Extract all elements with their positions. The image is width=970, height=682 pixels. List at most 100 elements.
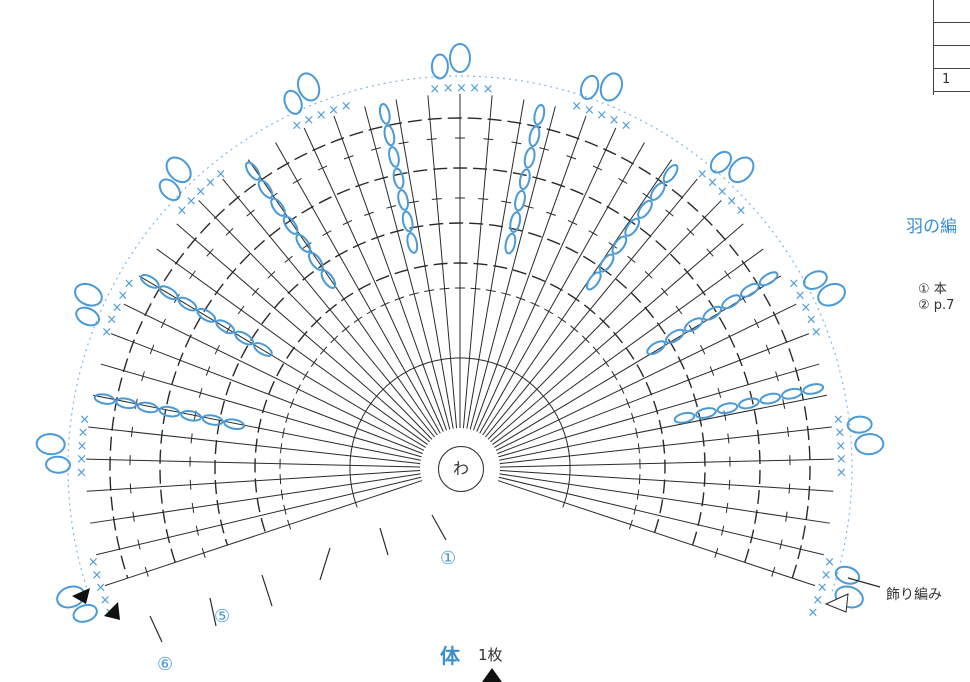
stitch-tick (129, 483, 132, 494)
stitch-tick (592, 165, 603, 171)
stitch-tick (567, 220, 578, 226)
single-crochet-x: × (95, 581, 106, 596)
stitch-tick (551, 406, 558, 417)
stitch-tick (483, 359, 494, 364)
single-crochet-x: × (195, 185, 206, 200)
stitch-tick (386, 379, 395, 387)
stitch-tick (205, 366, 211, 376)
stitch-tick (409, 365, 419, 371)
stitch-spoke (222, 178, 436, 438)
stitch-spoke (198, 200, 433, 440)
stitch-tick (611, 370, 618, 381)
stitch-tick (189, 479, 192, 490)
stitch-tick (638, 474, 641, 485)
arrow-line (431, 514, 447, 541)
stitch-tick (267, 270, 276, 279)
single-crochet-x: × (186, 194, 197, 209)
stitch-tick (525, 379, 534, 387)
single-crochet-x: × (788, 277, 799, 292)
note-1: ① 本 (918, 282, 947, 297)
single-crochet-x: × (341, 99, 352, 114)
stitch-tick (500, 292, 511, 296)
stitch-tick (206, 248, 214, 257)
single-crochet-x: × (609, 113, 620, 128)
stitch-spoke (90, 473, 421, 524)
stitch-tick (366, 308, 376, 315)
single-crochet-x: × (697, 167, 708, 182)
arrow-line (261, 574, 273, 607)
chain-loop (504, 232, 517, 255)
chain-loop (523, 146, 536, 169)
picot-petal (75, 306, 101, 327)
single-crochet-x: × (795, 288, 806, 303)
chain-loop (780, 387, 803, 400)
stitch-spoke (476, 127, 617, 432)
stitch-tick (727, 433, 730, 444)
picot-petal (430, 53, 449, 80)
chain-loop (215, 319, 236, 335)
stitch-tick (786, 426, 790, 437)
picot-petal (803, 270, 828, 290)
stitch-spoke (473, 115, 587, 431)
stitch-spoke (88, 426, 421, 465)
picot-petal (158, 178, 181, 202)
stitch-spoke (498, 476, 824, 556)
stitch-spoke (247, 159, 438, 436)
single-crochet-x: × (79, 412, 90, 427)
stitch-tick (509, 369, 519, 376)
chain-loop (716, 402, 739, 415)
stitch-tick (686, 228, 695, 236)
feather-heading: 羽の編 (906, 217, 957, 237)
stitch-tick (426, 359, 437, 364)
stitch-tick (560, 423, 565, 434)
stitch-tick (619, 384, 625, 394)
stitch-tick (631, 413, 635, 423)
single-crochet-x: × (584, 103, 595, 118)
picot-petal (834, 565, 861, 585)
stitch-tick (478, 198, 489, 200)
stitch-tick (515, 296, 526, 301)
arrow-line (209, 597, 217, 627)
stitch-tick (132, 511, 135, 522)
chain-loop (177, 296, 198, 312)
direction-arrows (72, 514, 881, 682)
stitch-spokes (86, 94, 834, 587)
single-crochet-x: × (91, 568, 102, 583)
stitch-tick (130, 426, 134, 437)
stitch-spoke (499, 426, 832, 465)
stitch-tick (637, 443, 640, 454)
stitch-tick (362, 406, 369, 417)
stitch-spoke (499, 469, 834, 492)
start-marker (104, 602, 120, 620)
single-crochet-x: × (811, 325, 822, 340)
note-2: ② p.7 (918, 298, 955, 313)
stitch-tick (665, 209, 674, 217)
picot-petal (296, 72, 321, 102)
stitch-tick (144, 566, 149, 577)
stitch-spoke (498, 363, 820, 458)
stitch-spoke (466, 99, 525, 429)
stitch-tick (725, 502, 729, 513)
stitch-tick (317, 165, 328, 171)
stitch-tick (355, 423, 360, 434)
single-crochet-x: × (106, 313, 117, 328)
stitch-spoke (462, 95, 493, 429)
single-crochet-x: × (76, 465, 87, 480)
stitch-spoke (303, 127, 444, 432)
single-crochet-x: × (735, 204, 746, 219)
stitch-tick (350, 441, 354, 452)
yarn-table: 1 (933, 0, 970, 95)
single-crochet-x: × (726, 194, 737, 209)
single-crochet-x: × (76, 452, 87, 467)
single-crochet-x: × (824, 555, 835, 570)
stitch-tick (302, 242, 312, 249)
picot-petal (283, 89, 303, 115)
single-crochet-x: × (291, 119, 302, 134)
stitch-tick (353, 497, 358, 508)
stitch-tick (281, 428, 285, 439)
stitch-tick (160, 318, 166, 329)
stitch-tick (581, 335, 590, 344)
stitch-tick (775, 371, 779, 382)
